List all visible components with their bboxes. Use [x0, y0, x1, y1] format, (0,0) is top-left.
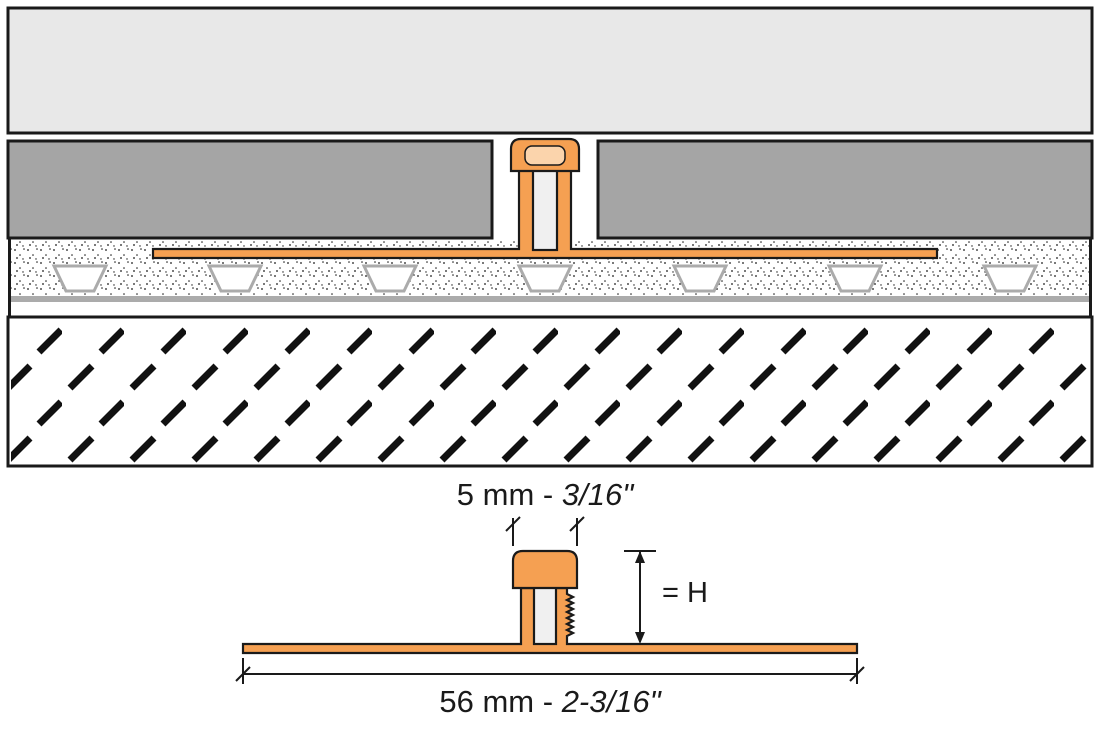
profile-installed: [151, 137, 939, 260]
substrate-hatch-texture: [11, 320, 1089, 463]
height-arrow-up-icon: [635, 551, 645, 563]
surface-layer: [6, 6, 1094, 135]
height-label: = H: [662, 577, 708, 609]
detail-profile-cap: [511, 549, 579, 590]
overall-width-metric: 56 mm -: [439, 684, 561, 719]
profile-movement-insert: [531, 164, 559, 252]
membrane-stud: [516, 264, 574, 293]
profile-cap-chamber: [524, 145, 566, 166]
joint-width-tick-left: [505, 516, 521, 532]
tile-left: [6, 139, 494, 240]
substrate-layer: [6, 315, 1094, 468]
membrane-stud: [361, 264, 419, 293]
membrane-layer: [9, 264, 1091, 302]
tile-right: [596, 139, 1094, 240]
membrane-base-line: [9, 296, 1091, 302]
membrane-stud: [981, 264, 1039, 293]
membrane-stud: [206, 264, 264, 293]
height-dimension: = H: [624, 550, 708, 644]
profile-detail: [241, 549, 859, 655]
overall-width-tick-right: [849, 666, 865, 682]
detail-movement-insert: [532, 584, 558, 646]
overall-width-imperial: 2-3/16": [561, 684, 663, 719]
joint-width-tick-right: [569, 516, 585, 532]
joint-width-label: 5 mm - 3/16": [457, 477, 635, 512]
membrane-stud: [51, 264, 109, 293]
joint-width-imperial: 3/16": [562, 477, 635, 512]
height-arrow-down-icon: [635, 632, 645, 644]
joint-width-dimension: 5 mm - 3/16": [457, 477, 635, 546]
joint-width-metric: 5 mm -: [457, 477, 562, 512]
membrane-stud: [826, 264, 884, 293]
overall-width-label: 56 mm - 2-3/16": [439, 684, 662, 719]
overall-width-dimension: 56 mm - 2-3/16": [235, 658, 865, 719]
membrane-stud: [671, 264, 729, 293]
overall-width-tick-left: [235, 666, 251, 682]
